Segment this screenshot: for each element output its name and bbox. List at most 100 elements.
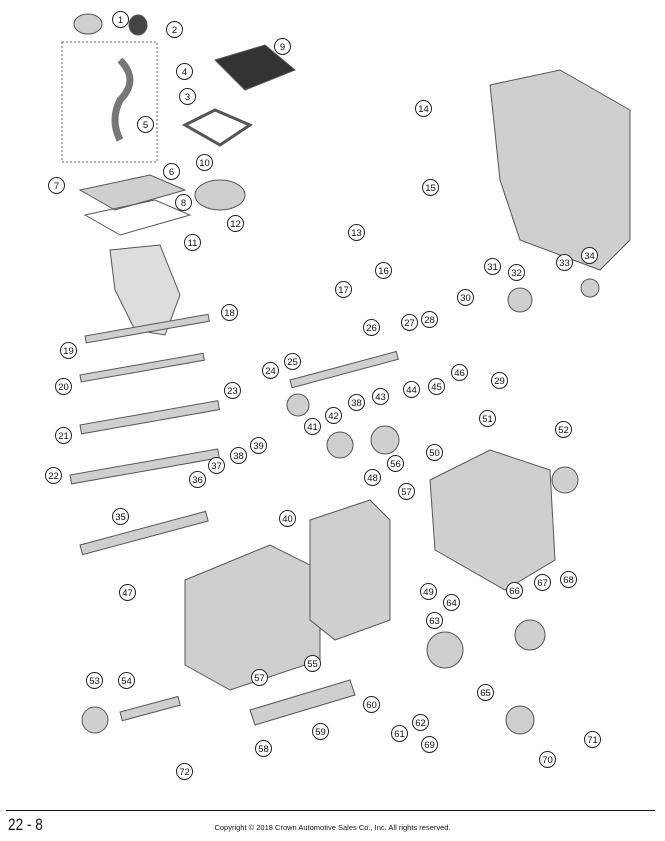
- bearing: [505, 705, 535, 735]
- callout-60: 60: [363, 696, 380, 713]
- callout-63: 63: [426, 612, 443, 629]
- bearing: [551, 466, 579, 494]
- callout-28: 28: [421, 311, 438, 328]
- callout-37: 37: [208, 457, 225, 474]
- callout-50: 50: [426, 444, 443, 461]
- page-number: 22 - 8: [8, 815, 43, 834]
- callout-2: 2: [166, 21, 183, 38]
- front-case: [184, 544, 321, 691]
- callout-4: 4: [176, 63, 193, 80]
- shift-rail: [79, 400, 221, 435]
- callout-47: 47: [119, 584, 136, 601]
- callout-38: 38: [348, 394, 365, 411]
- callout-3: 3: [179, 88, 196, 105]
- callout-65: 65: [477, 684, 494, 701]
- shifter-assembly-box: [61, 41, 158, 163]
- callout-52: 52: [555, 421, 572, 438]
- callout-27: 27: [401, 314, 418, 331]
- copyright-text: Copyright © 2018 Crown Automotive Sales …: [214, 823, 451, 832]
- callout-61: 61: [391, 725, 408, 742]
- callout-33: 33: [556, 254, 573, 271]
- callout-34: 34: [581, 247, 598, 264]
- gear: [286, 393, 310, 417]
- shift-lever: [111, 57, 134, 142]
- input-shaft: [79, 510, 209, 556]
- callout-46: 46: [451, 364, 468, 381]
- callout-30: 30: [457, 289, 474, 306]
- callout-11: 11: [184, 234, 201, 251]
- callout-25: 25: [284, 353, 301, 370]
- dust-boot: [194, 179, 246, 211]
- callout-6: 6: [163, 163, 180, 180]
- callout-15: 15: [422, 179, 439, 196]
- callout-17: 17: [335, 281, 352, 298]
- callout-42: 42: [325, 407, 342, 424]
- callout-45: 45: [428, 378, 445, 395]
- callout-19: 19: [60, 342, 77, 359]
- callout-39: 39: [250, 437, 267, 454]
- callout-31: 31: [484, 258, 501, 275]
- callout-70: 70: [539, 751, 556, 768]
- callout-16: 16: [375, 262, 392, 279]
- callout-5: 5: [137, 116, 154, 133]
- callout-51: 51: [479, 410, 496, 427]
- callout-14: 14: [415, 100, 432, 117]
- mainshaft: [289, 350, 399, 389]
- shift-boot: [214, 44, 296, 91]
- callout-41: 41: [304, 418, 321, 435]
- callout-49: 49: [420, 583, 437, 600]
- gear: [507, 287, 533, 313]
- callout-1: 1: [112, 11, 129, 28]
- adapter-housing: [489, 69, 631, 271]
- callout-18: 18: [221, 304, 238, 321]
- callout-62: 62: [412, 714, 429, 731]
- callout-56: 56: [387, 455, 404, 472]
- callout-32: 32: [508, 264, 525, 281]
- callout-59: 59: [312, 723, 329, 740]
- callout-53: 53: [86, 672, 103, 689]
- callout-8: 8: [175, 194, 192, 211]
- callout-24: 24: [262, 362, 279, 379]
- countershaft: [249, 679, 356, 726]
- callout-67: 67: [534, 574, 551, 591]
- callout-10: 10: [196, 154, 213, 171]
- callout-35: 35: [112, 508, 129, 525]
- shift-rail: [79, 352, 205, 383]
- shift-rail: [69, 448, 220, 485]
- shift-knob: [128, 14, 148, 36]
- callout-23: 23: [224, 382, 241, 399]
- callout-20: 20: [55, 378, 72, 395]
- gear: [370, 425, 400, 455]
- callout-54: 54: [118, 672, 135, 689]
- callout-48: 48: [364, 469, 381, 486]
- rear-case: [429, 449, 556, 591]
- boot-retainer: [181, 108, 254, 147]
- callout-68: 68: [560, 571, 577, 588]
- shift-rail: [84, 313, 210, 344]
- callout-69: 69: [421, 736, 438, 753]
- knob-boot: [73, 13, 103, 35]
- callout-7: 7: [48, 177, 65, 194]
- callout-13: 13: [348, 224, 365, 241]
- callout-36: 36: [189, 471, 206, 488]
- shift-tower: [78, 174, 187, 211]
- callout-64: 64: [443, 594, 460, 611]
- callout-22: 22: [45, 467, 62, 484]
- footer-rule: [6, 810, 655, 811]
- callout-12: 12: [227, 215, 244, 232]
- tower-gasket: [83, 199, 192, 236]
- callout-57: 57: [251, 669, 268, 686]
- exploded-parts-diagram: [61, 13, 631, 735]
- callout-58: 58: [255, 740, 272, 757]
- callout-55: 55: [304, 655, 321, 672]
- shift-rail-plate: [109, 244, 181, 336]
- gear: [426, 631, 464, 669]
- callout-43: 43: [372, 388, 389, 405]
- reverse-idler-shaft: [119, 695, 181, 722]
- callout-21: 21: [55, 427, 72, 444]
- callout-72: 72: [176, 763, 193, 780]
- gear: [81, 706, 109, 734]
- callout-44: 44: [403, 381, 420, 398]
- callout-26: 26: [363, 319, 380, 336]
- gear: [580, 278, 600, 298]
